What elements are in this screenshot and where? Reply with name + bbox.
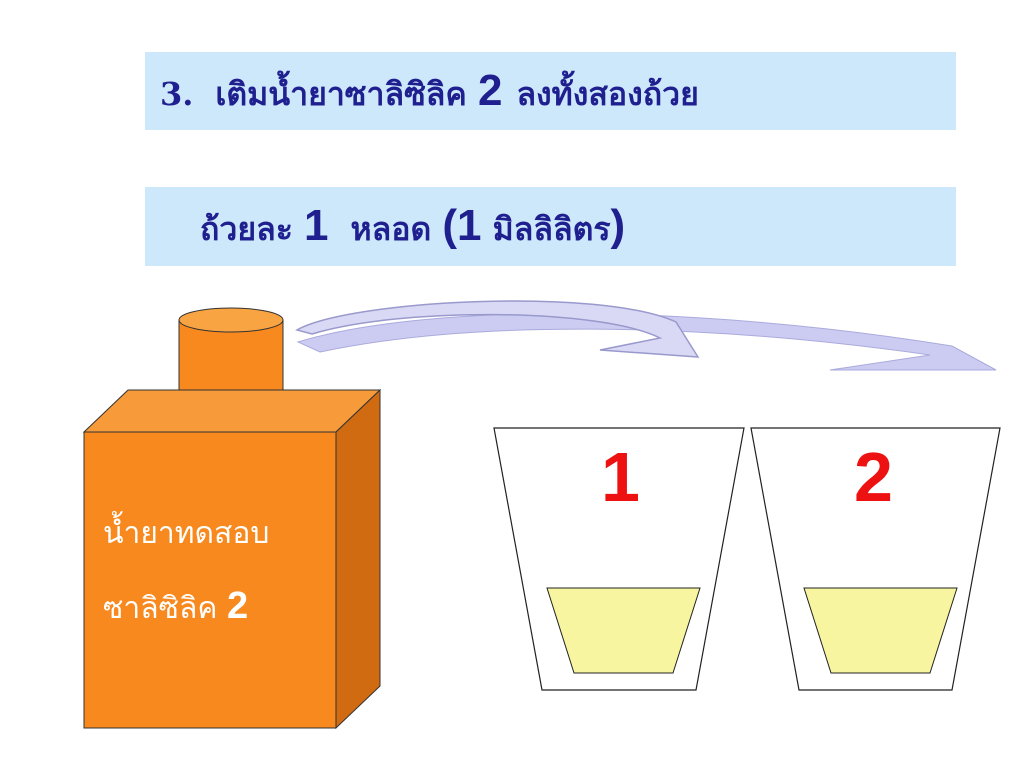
volume-unit: มิลลิลิตร (492, 210, 611, 248)
open-paren: ( (442, 201, 458, 250)
amount-unit: หลอด (350, 210, 432, 248)
bottle-label-line2: ซาลิซิลิค 2 (103, 585, 248, 632)
cup-2-label: 2 (854, 438, 893, 516)
curved-arrow-icon (296, 313, 997, 371)
cup-icon (750, 427, 1001, 691)
cup-1-label: 1 (601, 438, 640, 516)
amount-text-before: ถ้วยละ (200, 210, 293, 248)
step-text-after: ลงทั้งสองถ้วย (516, 75, 699, 113)
amount-instruction: ถ้วยละ 1 หลอด (1 มิลลิลิตร) (200, 198, 625, 257)
step-text-before: เติมน้ำยาซาลิซิลิค (215, 75, 467, 113)
volume-number: 1 (457, 201, 482, 250)
reagent-bottle-icon (82, 307, 382, 730)
bottle-label-number: 2 (226, 585, 249, 627)
curved-arrow-icon (295, 300, 700, 358)
bottle-label-line1: น้ำยาทดสอบ (103, 516, 270, 551)
step-number: 3. (160, 75, 194, 113)
cup-icon (493, 427, 745, 691)
step-banner (145, 52, 956, 130)
amount-count: 1 (304, 201, 329, 250)
reagent-number: 2 (477, 66, 503, 115)
close-paren: ) (610, 201, 626, 250)
bottle-label-text: ซาลิซิลิค (103, 591, 218, 626)
amount-banner (145, 187, 956, 266)
step-instruction: 3. เติมน้ำยาซาลิซิลิค 2 ลงทั้งสองถ้วย (160, 64, 699, 121)
